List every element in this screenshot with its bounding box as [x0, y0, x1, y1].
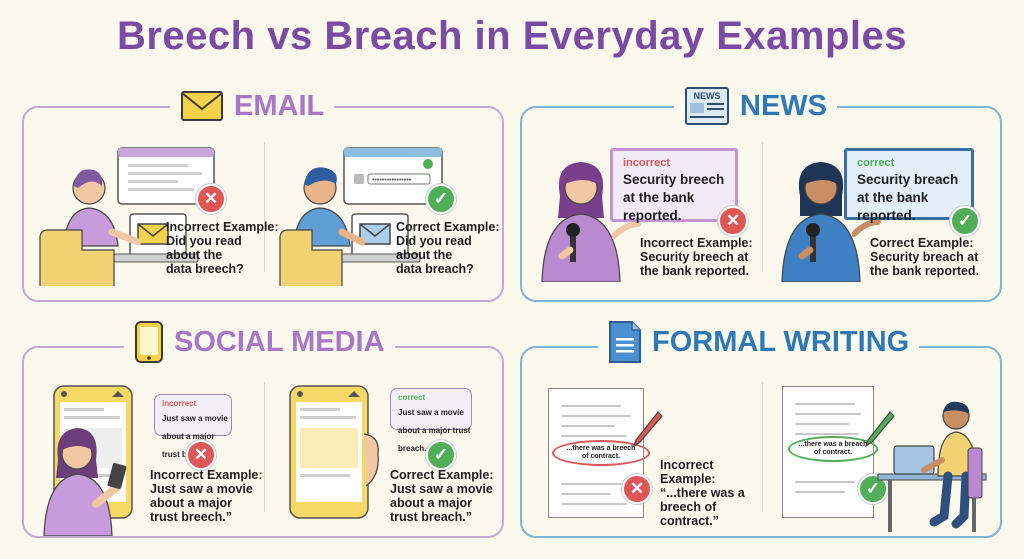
news-incorrect-hand — [612, 221, 641, 239]
email-incorrect-illustration — [39, 147, 215, 286]
news-correct-badge: ✓ — [950, 206, 980, 236]
email-divider — [264, 142, 265, 272]
formal-panel: FORMAL WRITING ...there was a breech of … — [520, 321, 1002, 538]
social-panel: SOCIAL MEDIA incorrect Just saw a movie … — [22, 321, 504, 538]
news-panel: NEWS NEWS incorrect Security breech at t… — [520, 86, 1002, 302]
social-correct-badge: ✓ — [426, 440, 456, 470]
news-header: NEWS NEWS — [674, 86, 837, 126]
formal-correct-person — [877, 401, 987, 532]
social-incorrect-text: Incorrect Example: Just saw a movie abou… — [150, 468, 263, 524]
social-correct-bubble: correct Just saw a movie about a major t… — [390, 388, 472, 453]
news-divider — [762, 142, 763, 272]
email-label: EMAIL — [234, 89, 325, 122]
social-header: SOCIAL MEDIA — [124, 321, 395, 363]
formal-correct-badge: ✓ — [858, 474, 888, 504]
envelope-icon — [181, 91, 223, 121]
news-incorrect-tag: incorrect — [623, 157, 671, 169]
social-divider — [264, 382, 265, 512]
formal-incorrect-text: Incorrect Example: “...there was a breec… — [660, 458, 745, 528]
news-correct-reporter — [781, 162, 861, 282]
social-correct-phone — [289, 385, 379, 519]
red-pen-icon — [632, 411, 663, 448]
page-title: Breech vs Breach in Everyday Examples — [116, 14, 908, 58]
formal-incorrect-badge: ✕ — [622, 474, 652, 504]
email-incorrect-badge: ✕ — [196, 184, 226, 214]
news-incorrect-badge: ✕ — [718, 206, 748, 236]
email-correct-illustration: •••••••••••••••• — [279, 147, 443, 286]
news-incorrect-reporter — [541, 162, 621, 282]
formal-incorrect-oval: ...there was a breech of contract. — [552, 440, 650, 466]
email-incorrect-text: Incorrect Example: Did you read about th… — [166, 220, 279, 276]
news-incorrect-board: incorrect Security breech at the bank re… — [610, 148, 738, 223]
news-correct-board: correct Security breach at the bank repo… — [844, 148, 974, 223]
formal-divider — [762, 382, 763, 512]
social-incorrect-badge: ✕ — [186, 440, 216, 470]
social-incorrect-tag: incorrect — [162, 399, 197, 408]
news-correct-text: Correct Example: Security breach at the … — [870, 236, 980, 278]
news-correct-tag: correct — [857, 157, 895, 169]
smartphone-icon — [135, 321, 163, 363]
green-pen-icon — [864, 411, 895, 448]
news-incorrect-text: Incorrect Example: Security breech at th… — [640, 236, 753, 278]
svg-text:••••••••••••••••: •••••••••••••••• — [372, 177, 412, 184]
social-incorrect-bubble: incorrect Just saw a movie about a major… — [154, 394, 232, 459]
formal-correct-oval: ...there was a breach of contract. — [788, 436, 878, 462]
email-header: EMAIL — [170, 86, 335, 126]
newspaper-icon: NEWS — [685, 87, 729, 125]
newspaper-icon-text: NEWS — [694, 91, 721, 101]
social-incorrect-person — [43, 428, 127, 536]
email-panel: EMAIL ✕ Incorrect Example: Did you read … — [22, 86, 504, 302]
formal-label: FORMAL WRITING — [652, 325, 910, 358]
social-correct-bubble-text: Just saw a movie about a major trust bre… — [398, 408, 471, 453]
social-label: SOCIAL MEDIA — [174, 325, 385, 358]
social-correct-tag: correct — [398, 393, 426, 402]
news-correct-hand — [852, 219, 881, 237]
document-icon — [609, 321, 641, 363]
formal-header: FORMAL WRITING — [598, 321, 920, 363]
news-correct-board-text: Security breach at the bank reported. — [857, 172, 959, 223]
email-correct-text: Correct Example: Did you read about the … — [396, 220, 500, 276]
email-correct-badge: ✓ — [426, 184, 456, 214]
news-incorrect-board-text: Security breech at the bank reported. — [623, 172, 725, 223]
social-correct-text: Correct Example: Just saw a movie about … — [390, 468, 494, 524]
news-label: NEWS — [740, 89, 827, 122]
